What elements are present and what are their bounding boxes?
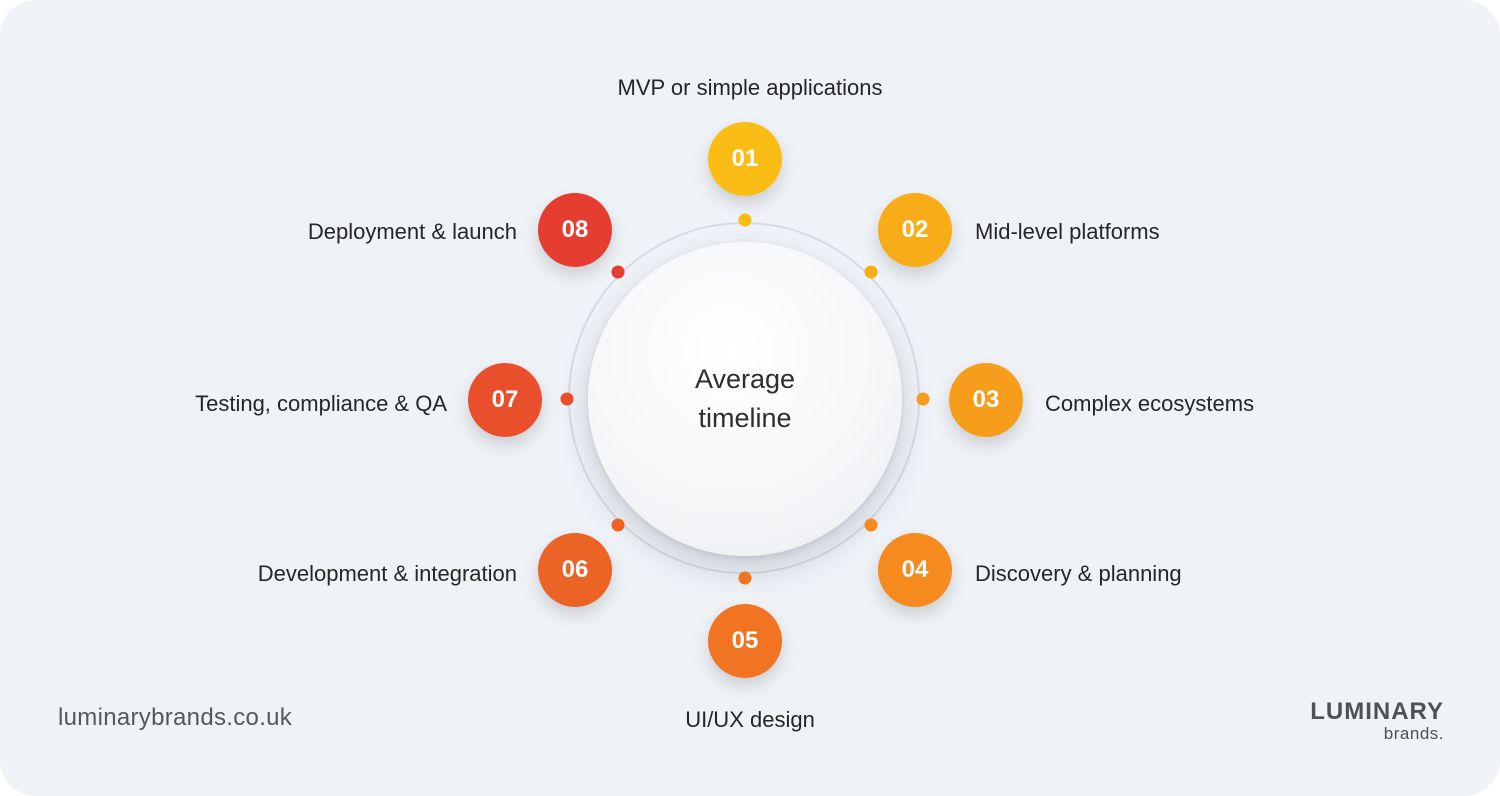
step-label-06: Development & integration: [257, 561, 517, 586]
step-badge-03: 03: [949, 363, 1023, 437]
step-label-01: MVP or simple applications: [617, 75, 883, 100]
step-badge-05: 05: [708, 604, 782, 678]
step-label-07: Testing, compliance & QA: [195, 391, 447, 416]
step-label-03: Complex ecosystems: [1045, 391, 1255, 416]
step-badge-07: 07: [468, 363, 542, 437]
center-title: Average timeline: [694, 364, 796, 433]
ring-dot-02: [864, 265, 878, 279]
step-badge-02: 02: [878, 193, 952, 267]
step-badge-04: 04: [878, 533, 952, 607]
logo-subtext: brands.: [1383, 724, 1444, 743]
logo-wordmark: LUMINARY: [1310, 698, 1444, 725]
step-badge-01: 01: [708, 122, 782, 196]
step-label-05: UI/UX design: [685, 707, 815, 732]
ring-dot-05: [738, 571, 752, 585]
ring-dot-06: [611, 518, 625, 532]
ring-dot-07: [560, 392, 574, 406]
step-label-04: Discovery & planning: [975, 561, 1182, 586]
brand-logo: LUMINARY brands.: [1310, 698, 1444, 743]
ring-dot-01: [738, 213, 752, 227]
step-label-08: Deployment & launch: [307, 219, 517, 244]
step-badge-08: 08: [538, 193, 612, 267]
ring-dot-08: [611, 265, 625, 279]
center-circle: Average timeline: [588, 242, 902, 556]
ring-dot-04: [864, 518, 878, 532]
website-url: luminarybrands.co.uk: [58, 704, 293, 731]
step-badge-06: 06: [538, 533, 612, 607]
ring-dot-03: [916, 392, 930, 406]
step-label-02: Mid-level platforms: [975, 219, 1160, 244]
